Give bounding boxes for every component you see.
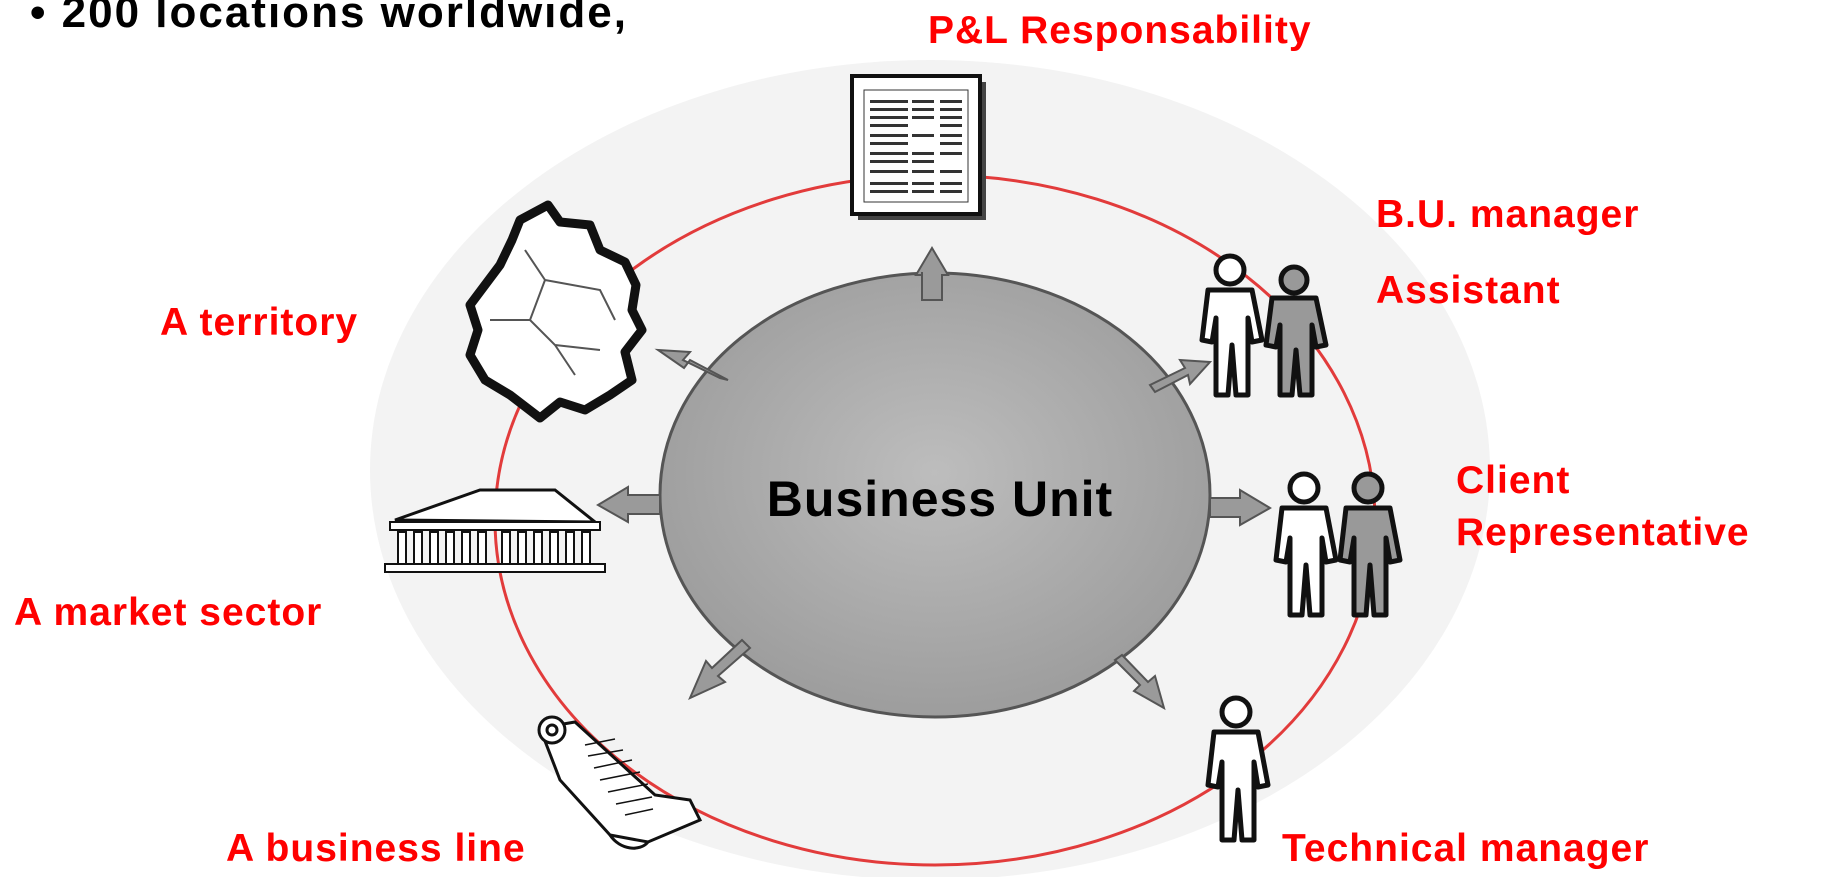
arrows: [596, 246, 1272, 711]
label-technical-manager: Technical manager: [1282, 827, 1650, 870]
people-pair-icon-client-representative: [1273, 471, 1403, 618]
arrow-upper-right: [1148, 358, 1213, 394]
arrow-lower-left: [688, 638, 752, 700]
label-territory: A territory: [160, 301, 359, 344]
bullet-text: • 200 locations worldwide,: [30, 0, 628, 37]
label-bu-manager: B.U. manager: [1376, 193, 1640, 236]
people-pair-icon-bu-manager: [1199, 253, 1329, 398]
center-title: Business Unit: [766, 471, 1114, 527]
label-pl-responsability: P&L Responsability: [928, 9, 1312, 52]
territory-map-icon: [465, 200, 647, 423]
arrow-upper-left: [654, 348, 729, 381]
label-representative: Representative: [1456, 511, 1750, 554]
person-icon-technical-manager: [1205, 695, 1271, 843]
label-client: Client: [1456, 459, 1571, 502]
document-icon: [850, 74, 986, 220]
building-icon: [384, 488, 606, 573]
arrow-lower-right: [1113, 653, 1166, 711]
scroll-icon: [537, 715, 703, 850]
label-market-sector: A market sector: [14, 591, 323, 634]
label-business-line: A business line: [226, 827, 526, 870]
arrow-up: [914, 246, 950, 301]
label-assistant: Assistant: [1376, 269, 1561, 312]
arrow-left: [596, 485, 661, 524]
arrow-right: [1209, 488, 1272, 527]
